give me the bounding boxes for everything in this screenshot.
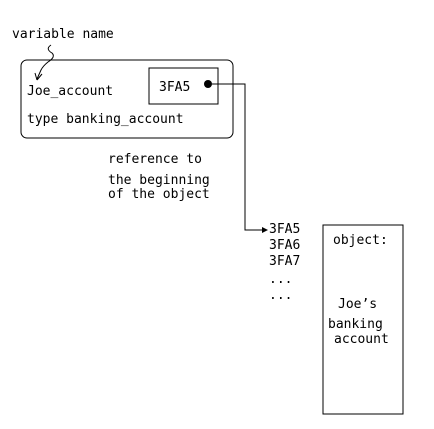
type-label: type banking_account <box>27 112 184 127</box>
variable-name-arrowhead <box>34 72 43 81</box>
object-name-line3: account <box>334 332 389 347</box>
variable-name-pointer <box>36 44 54 80</box>
memory-address: 3FA6 <box>269 238 300 253</box>
object-box <box>322 224 404 415</box>
variable-name-label: variable name <box>12 27 114 42</box>
reference-pointer <box>212 83 262 231</box>
reference-arrowhead <box>262 227 268 233</box>
memory-address: 3FA7 <box>269 254 300 269</box>
reference-caption-line1: reference to <box>108 152 202 167</box>
memory-address: 3FA5 <box>269 222 300 237</box>
object-name-line2: banking <box>328 317 383 332</box>
variable-label: Joe_account <box>27 84 113 99</box>
object-name-line1: Joe’s <box>338 297 377 312</box>
address-value: 3FA5 <box>159 80 190 95</box>
object-header: object: <box>333 233 388 248</box>
pointer-dot <box>204 80 212 88</box>
reference-caption-line2: the beginning <box>108 173 210 188</box>
memory-ellipsis: ... <box>269 288 292 303</box>
reference-caption-line3: of the object <box>108 187 210 202</box>
address-cell <box>148 67 219 105</box>
variable-box <box>20 59 234 139</box>
memory-ellipsis: ... <box>269 272 292 287</box>
